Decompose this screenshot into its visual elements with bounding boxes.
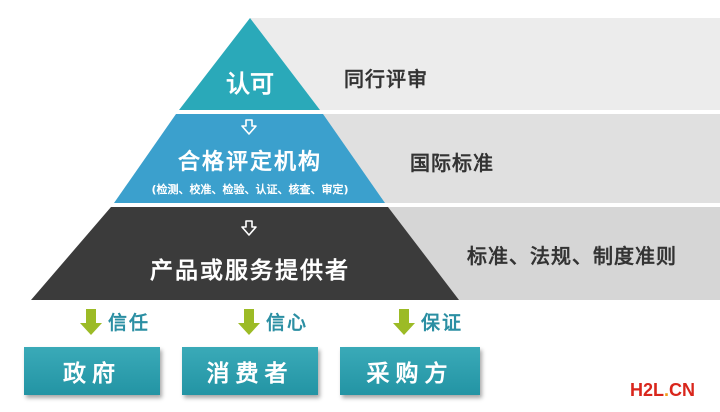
- relation-label: 信任: [108, 312, 151, 334]
- relation-confidence: 信心: [238, 308, 308, 335]
- relation-label: 保证: [421, 312, 464, 334]
- party-box-government: 政府: [24, 347, 160, 395]
- side-label-international-standards: 国际标准: [410, 151, 494, 175]
- tier-bottom-label: 产品或服务提供者: [150, 258, 350, 284]
- logo-h2l: H2L: [630, 380, 665, 400]
- tier-middle-sublabel: (检测、校准、检验、认证、核查、审定): [151, 183, 349, 196]
- relation-trust: 信任: [80, 308, 150, 335]
- band-international-standards: [322, 114, 720, 203]
- logo-cn: CN: [669, 380, 696, 400]
- relation-assurance: 保证: [393, 308, 463, 335]
- tier-top-label: 认可: [226, 70, 274, 98]
- party-box-consumers: 消费者: [182, 347, 318, 395]
- logo-dot: .: [664, 380, 670, 400]
- relation-label: 信心: [266, 312, 309, 334]
- tier-providers: [31, 207, 459, 300]
- tier-accreditation: [179, 18, 320, 110]
- down-arrow-icon: [241, 119, 257, 135]
- side-label-peer-review: 同行评审: [344, 67, 428, 91]
- band-peer-review: [250, 18, 720, 110]
- green-down-arrow-icon: [238, 308, 260, 335]
- green-down-arrow-icon: [80, 308, 102, 335]
- green-down-arrow-icon: [393, 308, 415, 335]
- down-arrow-icon: [241, 220, 257, 236]
- tier-conformity-assessment: [114, 114, 385, 203]
- site-logo: H2L.CN: [630, 380, 695, 401]
- side-label-regulations: 标准、法规、制度准则: [467, 244, 677, 268]
- tier-middle-label: 合格评定机构: [177, 150, 322, 175]
- band-regulations: [387, 207, 720, 300]
- party-box-purchasers: 采购方: [340, 347, 480, 395]
